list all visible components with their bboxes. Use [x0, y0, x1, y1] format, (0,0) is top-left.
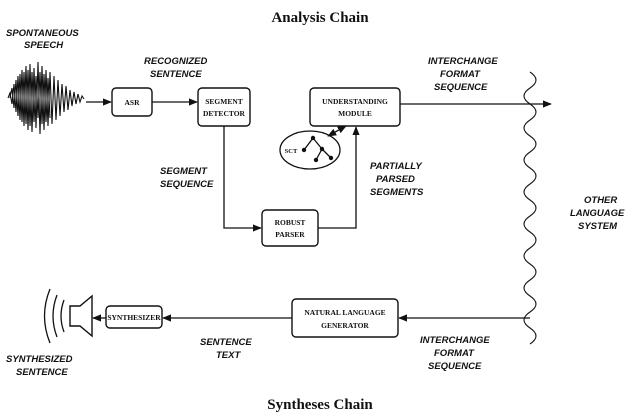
interchange-format-sequence-top-label: INTERCHANGE FORMAT SEQUENCE — [428, 56, 498, 93]
nl-generator-box: NATURAL LANGUAGE GENERATOR — [291, 298, 399, 338]
synthesized-sentence-label: SYNTHESIZED SENTENCE — [6, 354, 73, 378]
svg-text:TEXT: TEXT — [216, 350, 241, 361]
interchange-format-sequence-bottom-label: INTERCHANGE FORMAT SEQUENCE — [420, 335, 490, 372]
segment-detector-label-1: SEGMENT — [205, 97, 243, 106]
svg-text:SEGMENTS: SEGMENTS — [370, 187, 424, 198]
synthesizer-label: SYNTHESIZER — [107, 313, 161, 322]
svg-text:INTERCHANGE: INTERCHANGE — [420, 335, 490, 346]
svg-text:RECOGNIZED: RECOGNIZED — [144, 56, 207, 67]
svg-text:SPEECH: SPEECH — [24, 40, 64, 51]
svg-text:PARSED: PARSED — [376, 174, 415, 185]
svg-text:FORMAT: FORMAT — [440, 69, 481, 80]
svg-text:SENTENCE: SENTENCE — [16, 367, 68, 378]
speech-waveform-icon — [7, 61, 85, 135]
svg-text:SEQUENCE: SEQUENCE — [160, 179, 214, 190]
tree-icon — [301, 135, 334, 163]
svg-text:SENTENCE: SENTENCE — [150, 69, 202, 80]
sentence-text-label: SENTENCE TEXT — [200, 337, 252, 361]
svg-text:PARTIALLY: PARTIALLY — [370, 161, 423, 172]
nl-generator-label-2: GENERATOR — [321, 321, 369, 330]
svg-text:LANGUAGE: LANGUAGE — [570, 208, 625, 219]
spontaneous-speech-label: SPONTANEOUS SPEECH — [6, 28, 79, 51]
synthesizer-box: SYNTHESIZER — [105, 305, 163, 329]
segment-detector-label-2: DETECTOR — [203, 109, 246, 118]
parser-to-understanding-arrow — [318, 126, 360, 229]
asr-label: ASR — [124, 98, 140, 107]
recognized-sentence-label: RECOGNIZED SENTENCE — [144, 56, 207, 80]
understanding-module-label-1: UNDERSTANDING — [322, 97, 388, 106]
svg-text:SYSTEM: SYSTEM — [578, 221, 618, 232]
robust-parser-label-1: ROBUST — [275, 218, 306, 227]
understanding-module-label-2: MODULE — [338, 109, 372, 118]
svg-text:SYNTHESIZED: SYNTHESIZED — [6, 354, 73, 365]
asr-box: ASR — [111, 87, 153, 117]
system-boundary-wave — [523, 71, 537, 345]
svg-text:SPONTANEOUS: SPONTANEOUS — [6, 28, 79, 39]
sct-label: SCT — [285, 148, 298, 155]
svg-text:SEQUENCE: SEQUENCE — [434, 82, 488, 93]
segment-sequence-label: SEGMENT SEQUENCE — [160, 166, 214, 190]
svg-text:SEQUENCE: SEQUENCE — [428, 361, 482, 372]
svg-text:INTERCHANGE: INTERCHANGE — [428, 56, 498, 67]
speaker-icon — [43, 288, 93, 344]
syntheses-chain-title: Syntheses Chain — [267, 397, 373, 413]
robust-parser-box: ROBUST PARSER — [261, 209, 319, 247]
understanding-module-box: UNDERSTANDING MODULE — [309, 87, 401, 127]
analysis-chain-title: Analysis Chain — [271, 10, 369, 26]
svg-text:SENTENCE: SENTENCE — [200, 337, 252, 348]
connection-lines — [86, 98, 552, 322]
svg-text:SEGMENT: SEGMENT — [160, 166, 208, 177]
segment-detector-box: SEGMENT DETECTOR — [197, 87, 251, 127]
partially-parsed-segments-label: PARTIALLY PARSED SEGMENTS — [370, 161, 424, 198]
robust-parser-label-2: PARSER — [275, 230, 305, 239]
svg-text:OTHER: OTHER — [584, 195, 617, 206]
detector-to-parser-arrow — [223, 126, 262, 232]
other-language-system-label: OTHER LANGUAGE SYSTEM — [570, 195, 625, 232]
svg-text:FORMAT: FORMAT — [434, 348, 475, 359]
sct-to-understanding-arrow — [327, 125, 347, 137]
sct-ellipse: SCT — [279, 130, 341, 170]
nl-generator-label-1: NATURAL LANGUAGE — [304, 308, 385, 317]
